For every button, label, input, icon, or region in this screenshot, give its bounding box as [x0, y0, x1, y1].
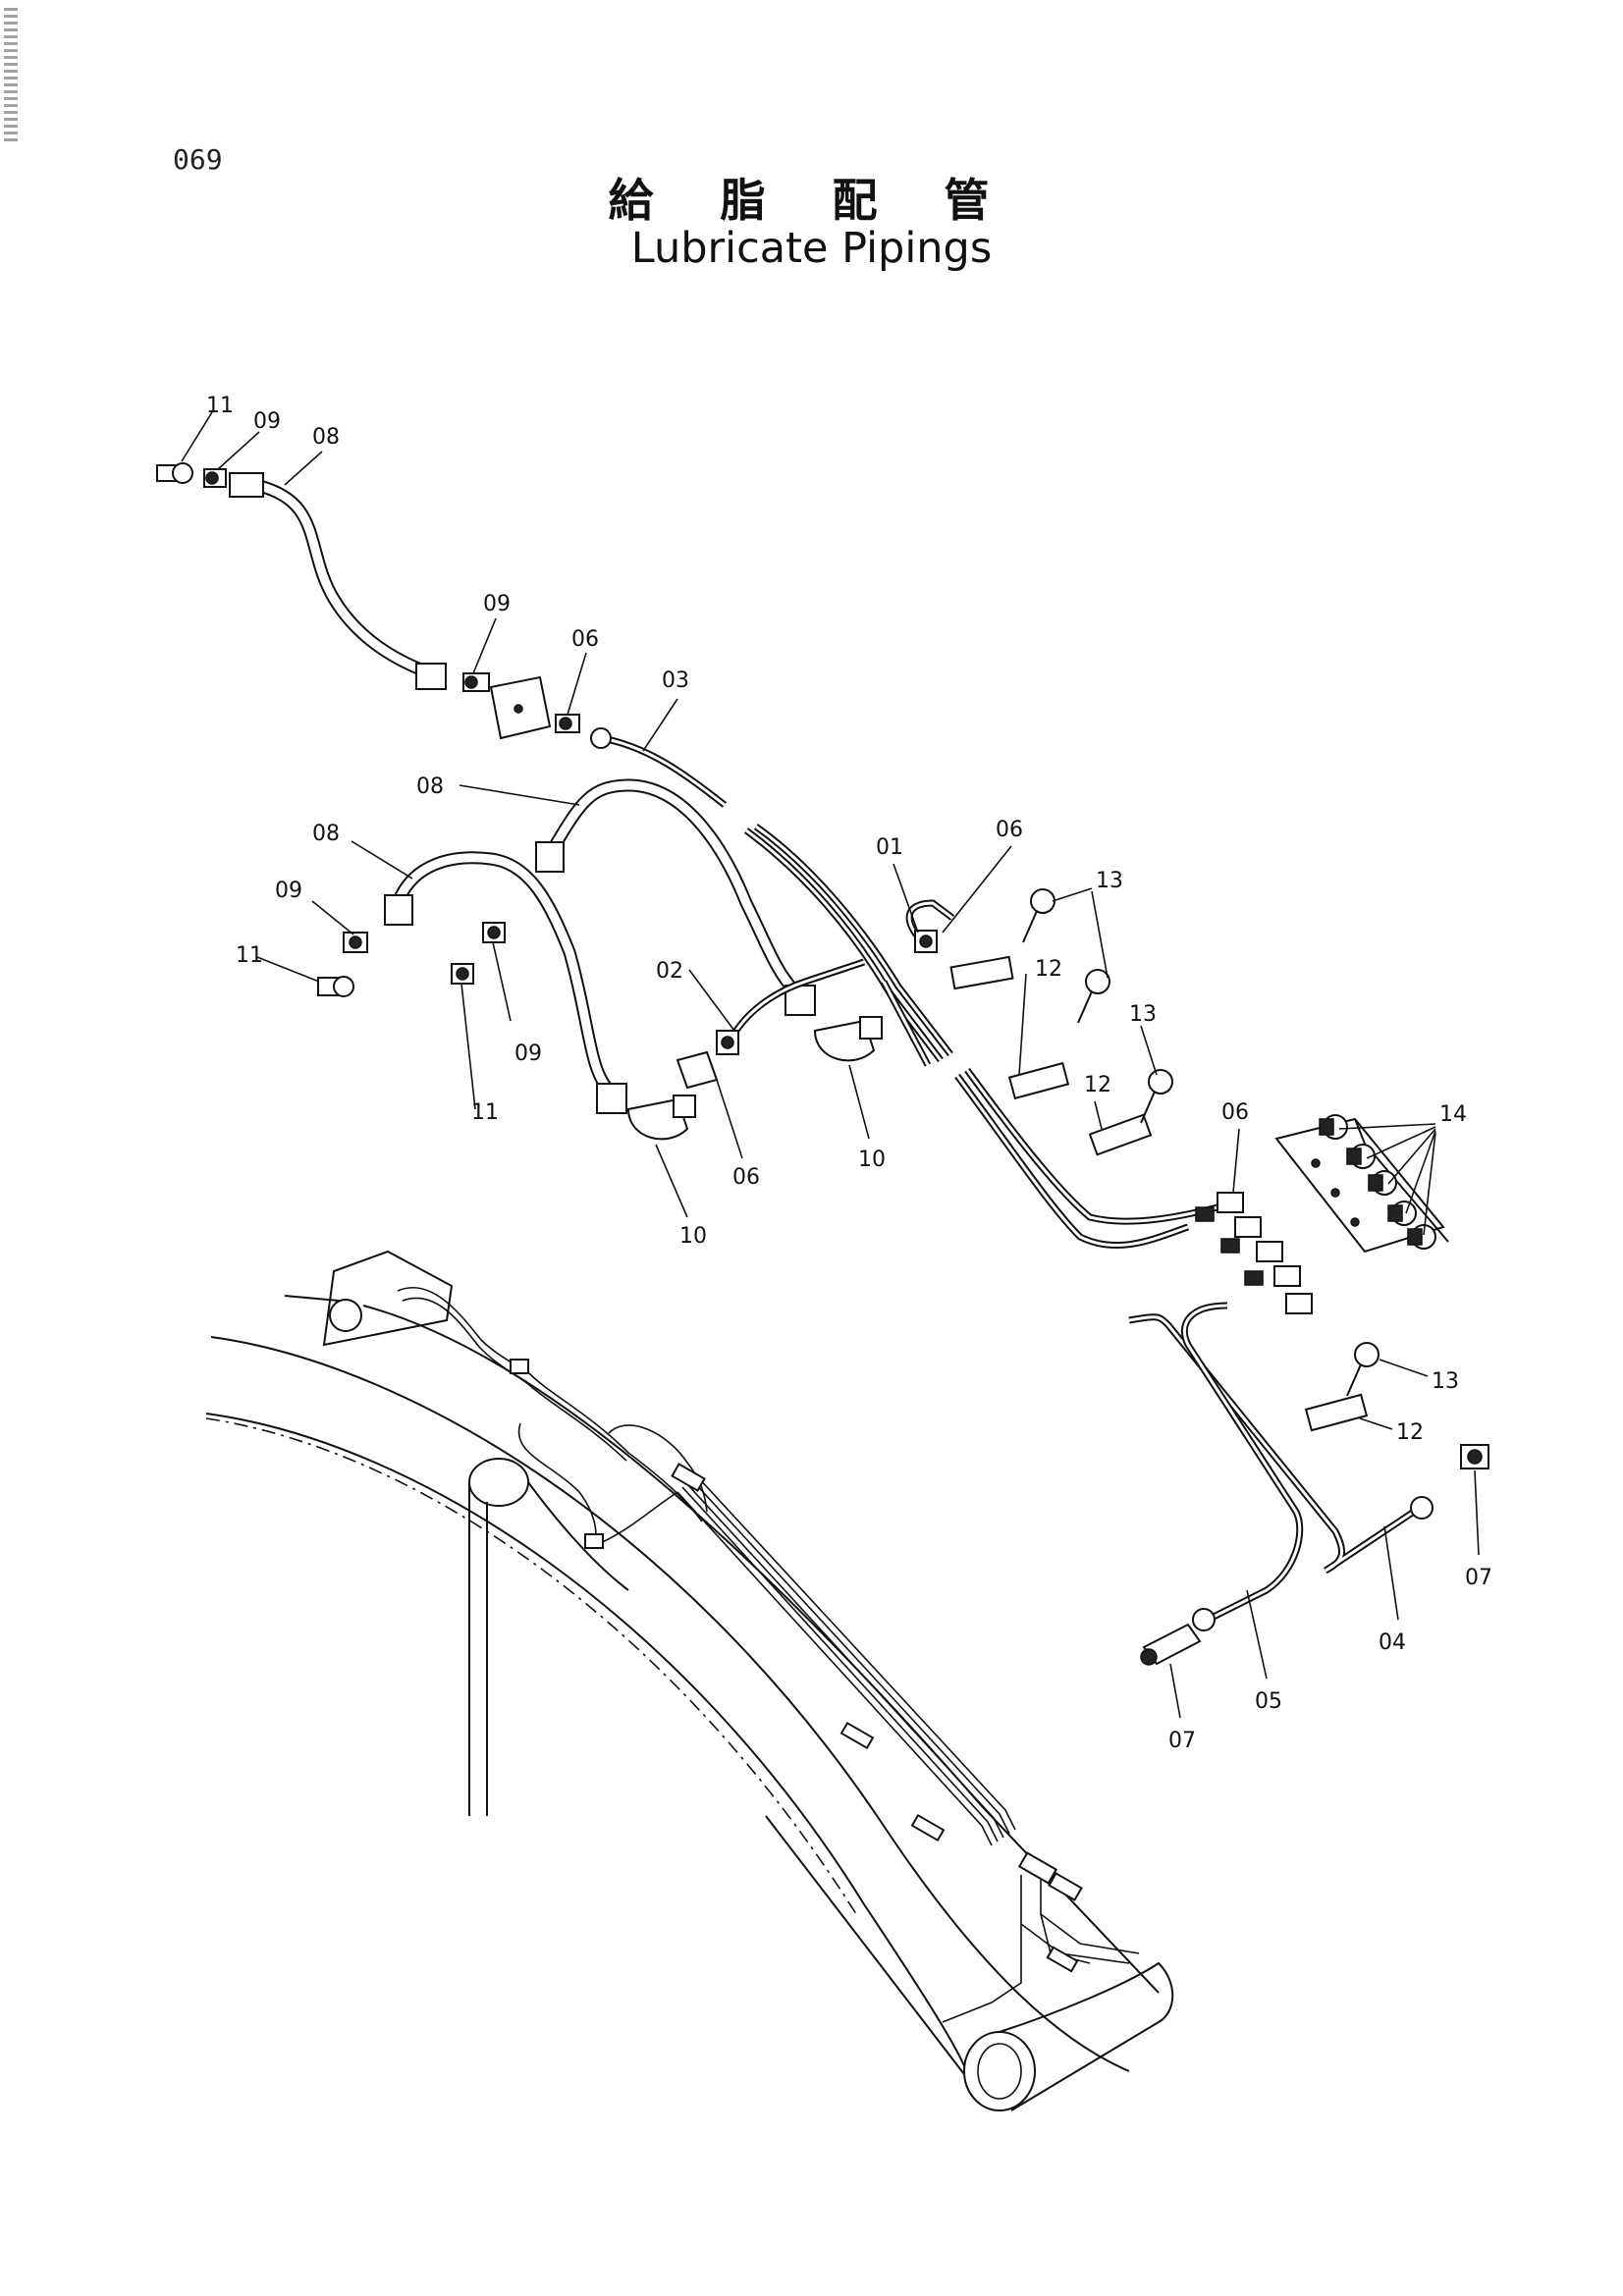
- callout-09: 09: [253, 409, 281, 434]
- callout-11: 11: [206, 394, 234, 418]
- callout-11: 11: [471, 1100, 499, 1125]
- fitting-09-top: [203, 468, 227, 488]
- callout-08: 08: [312, 425, 340, 450]
- callout-06: 06: [1221, 1100, 1249, 1125]
- callout-09: 09: [483, 592, 511, 616]
- callout-07: 07: [1168, 1729, 1196, 1753]
- pipe-03: [590, 727, 953, 1063]
- callout-10: 10: [679, 1224, 707, 1249]
- callout-08: 08: [312, 822, 340, 846]
- boom: [205, 1250, 1174, 2111]
- page-number: 069: [173, 143, 223, 176]
- clamps-12: [949, 955, 1369, 1432]
- grease-fitting-07-right: [1460, 1444, 1489, 1469]
- pipes-04-05: [954, 1067, 1434, 1631]
- pipe-01: [880, 899, 955, 1067]
- callout-04: 04: [1379, 1630, 1406, 1655]
- callout-09: 09: [275, 879, 302, 903]
- grease-nipples-14: [1319, 1114, 1436, 1250]
- callout-01: 01: [876, 835, 903, 860]
- callout-12: 12: [1396, 1420, 1424, 1445]
- callout-labels: 11 09 08 09 06 03 08 08 09 11 09 11 02 0…: [206, 394, 1492, 1753]
- elbow-10-left: [626, 1095, 696, 1141]
- callout-03: 03: [662, 668, 689, 693]
- callout-13: 13: [1432, 1369, 1459, 1394]
- hose-08-middle: [535, 778, 816, 1016]
- fitting-11-left: [317, 976, 354, 997]
- callout-14: 14: [1439, 1102, 1467, 1127]
- pipe-02: [676, 958, 866, 1090]
- grease-fitting-07-left: [1140, 1623, 1202, 1666]
- leader-lines: [181, 411, 1480, 1719]
- bolts-13: [1022, 888, 1380, 1397]
- callout-12: 12: [1084, 1073, 1111, 1097]
- callout-06: 06: [732, 1165, 760, 1190]
- fitting-11-top: [156, 462, 193, 484]
- callout-13: 13: [1129, 1002, 1157, 1027]
- fittings-06-right: [1195, 1192, 1313, 1314]
- callout-13: 13: [1096, 869, 1123, 893]
- callout-09: 09: [514, 1041, 542, 1066]
- hose-08-upper: [229, 472, 447, 690]
- fitting-09-mid: [462, 672, 490, 692]
- hose-08-left: [384, 851, 627, 1114]
- block-and-adapter: [489, 675, 580, 740]
- callout-06: 06: [571, 627, 599, 652]
- title-english: Lubricate Pipings: [630, 224, 993, 273]
- callout-10: 10: [858, 1148, 886, 1172]
- callout-02: 02: [656, 959, 683, 984]
- fittings-09-11-pair: [451, 922, 506, 985]
- title-japanese: 給 脂 配 管: [608, 174, 1015, 227]
- callout-07: 07: [1465, 1566, 1492, 1590]
- callout-06: 06: [996, 818, 1023, 842]
- scan-edge-artifact: [4, 8, 18, 145]
- callout-11: 11: [236, 943, 263, 968]
- callout-08: 08: [416, 774, 444, 799]
- callout-05: 05: [1255, 1689, 1282, 1714]
- elbow-10-right: [813, 1016, 883, 1062]
- fitting-09-left: [343, 932, 368, 953]
- callout-12: 12: [1035, 957, 1062, 982]
